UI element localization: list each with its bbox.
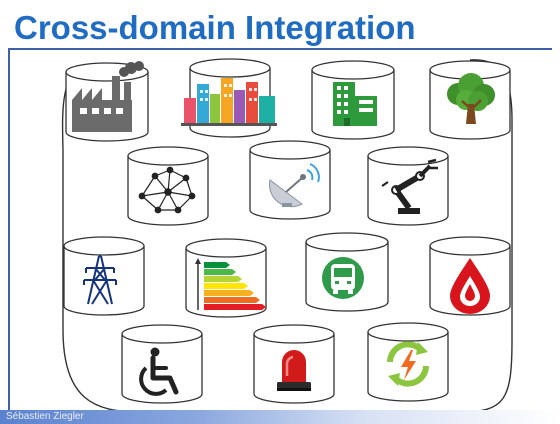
robot-arm-icon [381,158,438,214]
page-title: Cross-domain Integration [14,9,416,46]
cylinder-city [181,58,277,138]
cylinder-pylon [63,236,145,316]
alarm-siren-icon [277,350,311,391]
cylinder-alarm [253,324,335,404]
cylinder-recycle [367,322,449,402]
footer-author: Sébastien Ziegler [6,411,84,422]
office-building-icon [333,82,377,126]
energy-rating-icon [195,258,266,310]
tree-icon [447,73,495,124]
title-bar: Cross-domain Integration [0,0,560,50]
bus-icon [322,257,364,299]
cylinder-tree [429,60,511,140]
power-pylon-icon [83,255,117,305]
water-drop-icon [450,258,490,314]
cylinder-office [311,60,395,140]
slide-footer: Sébastien Ziegler [0,410,560,424]
cylinder-network [127,146,209,226]
recycle-energy-icon [387,341,429,387]
cylinder-wheelchair [121,324,203,404]
satellite-dish-icon [269,163,320,208]
cylinder-energy-rating [185,238,267,318]
cylinder-factory [65,61,149,142]
cylinder-water [429,236,511,316]
title-rule [8,48,552,50]
city-skyline-icon [181,78,277,126]
network-mesh-icon [138,166,196,214]
cylinder-robot [367,146,449,226]
cylinder-bus [305,232,389,312]
wheelchair-icon [139,347,179,396]
left-rule [8,48,10,418]
factory-icon [72,61,144,132]
cylinder-satellite [249,140,331,220]
footer-gradient-bar [0,410,560,424]
